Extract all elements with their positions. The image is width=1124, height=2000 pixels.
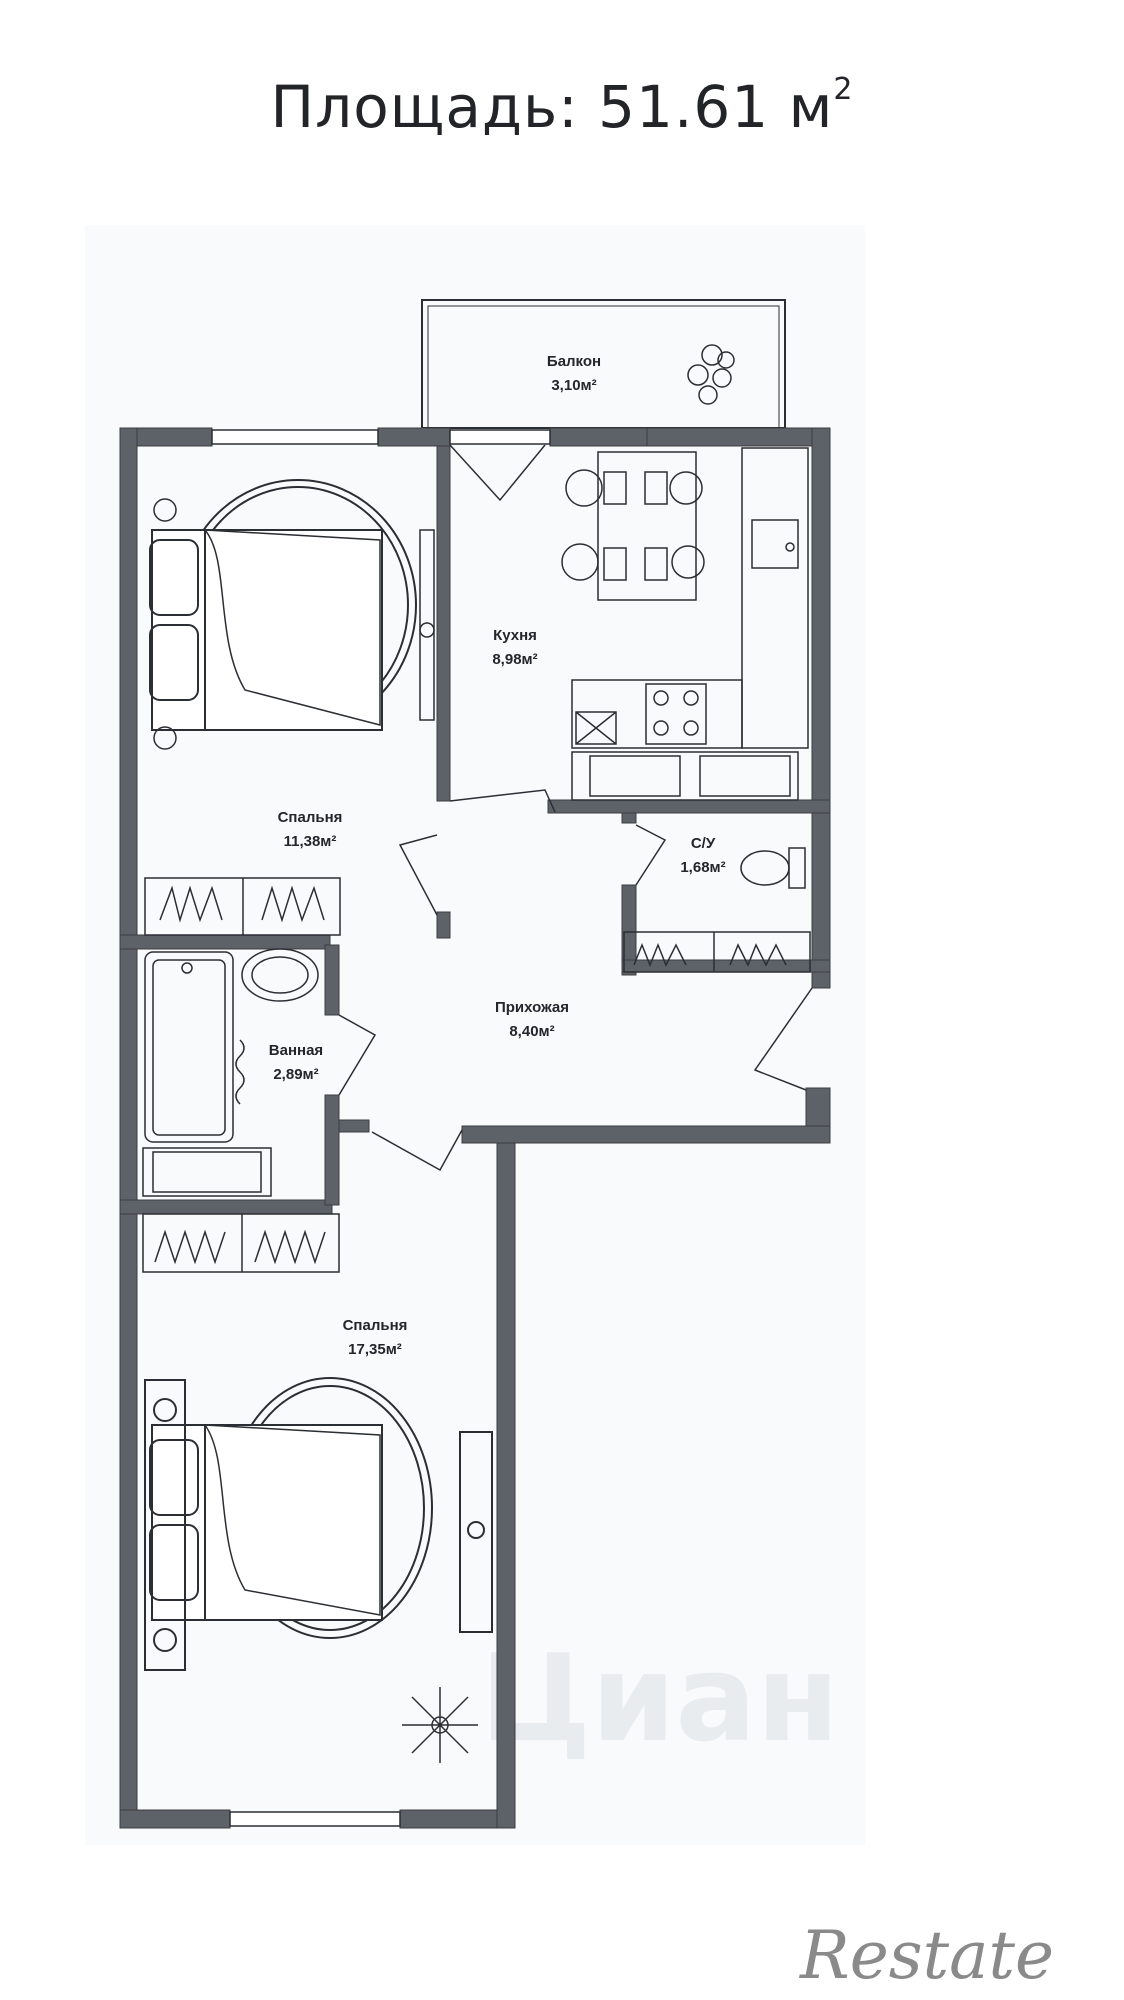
label-hallway-area: 8,40м² <box>509 1023 554 1040</box>
area-title: Площадь: 51.61 м2 <box>0 72 1124 141</box>
label-hallway-name: Прихожая <box>495 999 569 1016</box>
wardrobe-large-bedroom <box>142 1213 340 1273</box>
label-kitchen-area: 8,98м² <box>492 651 537 668</box>
label-bedroom-small-name: Спальня <box>278 809 343 826</box>
wc-door <box>635 824 667 886</box>
watermark-text: Циан <box>480 1630 839 1769</box>
bathroom-door <box>338 1014 377 1096</box>
label-bedroom-small-area: 11,38м² <box>284 833 337 850</box>
plant-balcony-icon <box>687 344 735 405</box>
wardrobe-small <box>144 877 341 936</box>
bedroom-small-door <box>398 834 438 916</box>
area-title-text: Площадь: 51.61 м <box>270 73 834 141</box>
windows <box>211 429 551 1827</box>
walls <box>119 427 831 1829</box>
bathtub <box>142 948 319 1197</box>
label-bathroom-area: 2,89м² <box>273 1066 318 1083</box>
area-unit-superscript: 2 <box>833 72 854 107</box>
label-kitchen-name: Кухня <box>493 627 537 644</box>
label-bedroom-large-area: 17,35м² <box>348 1341 402 1358</box>
plant-bedroom-icon <box>402 1687 478 1763</box>
label-wc-area: 1,68м² <box>680 859 725 876</box>
label-wc-name: С/У <box>691 835 716 852</box>
kitchen-counter <box>571 447 809 801</box>
bed-small <box>149 479 417 731</box>
entrance-door <box>753 987 813 1091</box>
dining-table <box>561 451 705 601</box>
label-bathroom-name: Ванная <box>269 1042 323 1059</box>
kitchen-door <box>449 789 556 813</box>
brand-mark: Restate <box>799 1917 1054 1994</box>
label-balcony-area: 3,10м² <box>551 377 596 394</box>
bedroom-large-door <box>371 1129 463 1172</box>
balcony-door <box>449 444 546 502</box>
wardrobe-hall <box>623 931 811 973</box>
label-balcony-name: Балкон <box>547 353 601 370</box>
bed-large <box>144 1377 493 1671</box>
nightstand-icons-small <box>153 498 435 750</box>
doors <box>338 444 813 1172</box>
toilet <box>740 847 806 889</box>
label-bedroom-large-name: Спальня <box>343 1317 408 1334</box>
